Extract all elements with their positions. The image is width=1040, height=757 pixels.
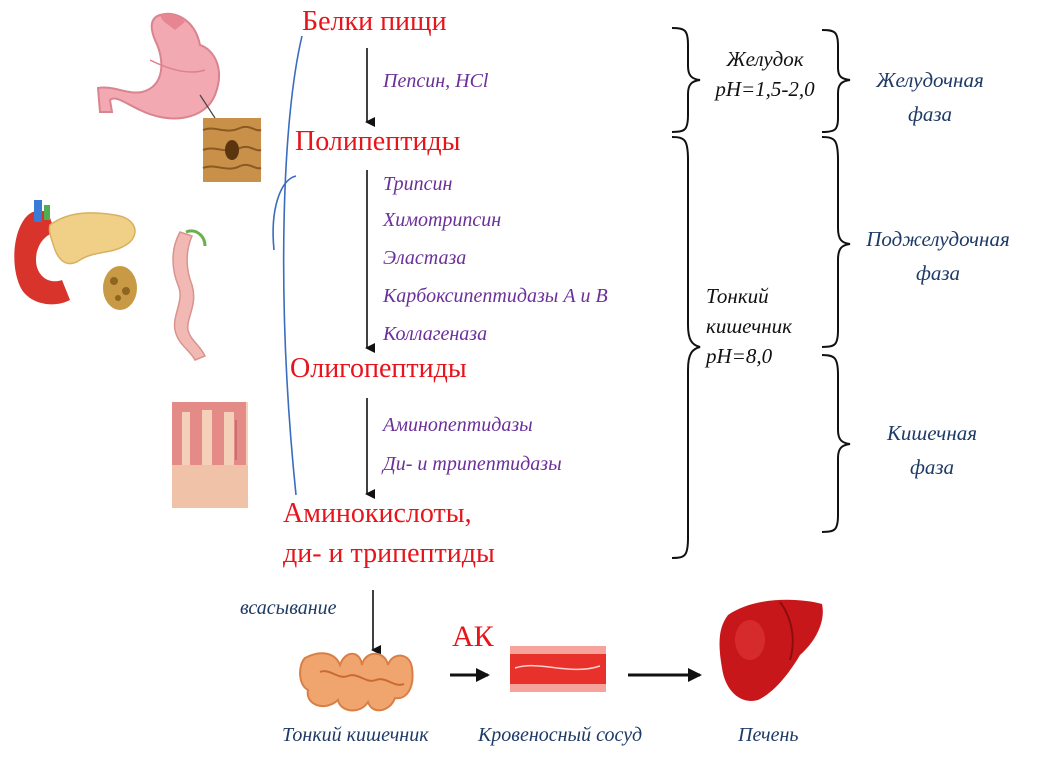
enzyme-carboxypeptidases: Карбоксипептидазы А и В	[383, 285, 608, 308]
phase-pancreatic-line1: Поджелудочная	[858, 222, 1018, 256]
enzyme-di-tripeptidases: Ди- и трипептидазы	[383, 453, 562, 476]
organ-connector-curve	[273, 36, 302, 495]
phase-intestinal: Кишечная фаза	[862, 416, 1002, 484]
bracket-intestine	[672, 137, 700, 558]
phase-pancreatic-line2: фаза	[858, 256, 1018, 290]
liver-label: Печень	[738, 724, 799, 747]
phase-gastric-line1: Желудочная	[855, 63, 1005, 97]
phase-intestinal-line2: фаза	[862, 450, 1002, 484]
stomach-mucosa-icon	[203, 118, 261, 182]
organ-intestine-name1: Тонкий	[706, 281, 816, 311]
phase-pancreatic: Поджелудочная фаза	[858, 222, 1018, 290]
blood-vessel-label: Кровеносный сосуд	[478, 724, 642, 747]
stage-polypeptides: Полипептиды	[295, 126, 460, 158]
pancreas-tissue-icon	[103, 266, 137, 310]
phase-brackets	[822, 30, 850, 532]
villi-icon	[172, 402, 248, 508]
enzyme-collagenase: Коллагеназа	[383, 323, 487, 346]
bracket-intestinal	[822, 355, 850, 532]
bracket-pancreatic	[822, 137, 850, 347]
phase-gastric: Желудочная фаза	[855, 63, 1005, 131]
stomach-icon	[98, 14, 219, 119]
intestine-loops-icon	[300, 653, 412, 710]
organ-intestine-ph: pH=8,0	[706, 341, 816, 371]
absorption-label: всасывание	[240, 597, 337, 620]
organ-stomach: Желудок pH=1,5-2,0	[700, 44, 830, 104]
organ-stomach-name: Желудок	[700, 44, 830, 74]
stage-oligopeptides: Олигопептиды	[290, 353, 467, 385]
phase-intestinal-line1: Кишечная	[862, 416, 1002, 450]
phase-gastric-line2: фаза	[855, 97, 1005, 131]
organ-brackets	[672, 28, 700, 558]
small-intestine-label: Тонкий кишечник	[282, 724, 429, 747]
liver-icon	[720, 600, 823, 701]
enzyme-chymotrypsin: Химотрипсин	[383, 209, 501, 232]
stage-amino-acids-line2: ди- и трипептиды	[283, 538, 495, 570]
small-intestine-icon	[173, 231, 205, 360]
enzyme-aminopeptidases: Аминопептидазы	[383, 414, 533, 437]
amino-acid-label: АК	[452, 620, 494, 654]
organ-intestine-name2: кишечник	[706, 311, 816, 341]
stage-amino-acids-line1: Аминокислоты,	[283, 498, 472, 530]
enzyme-elastase: Эластаза	[383, 247, 466, 270]
bracket-stomach	[672, 28, 700, 132]
organ-stomach-ph: pH=1,5-2,0	[700, 74, 830, 104]
enzyme-pepsin-hcl: Пепсин, HCl	[383, 70, 488, 93]
enzyme-trypsin: Трипсин	[383, 173, 452, 196]
blood-vessel-icon	[510, 646, 606, 692]
organ-intestine: Тонкий кишечник pH=8,0	[706, 281, 816, 371]
stage-food-proteins: Белки пищи	[302, 6, 447, 38]
